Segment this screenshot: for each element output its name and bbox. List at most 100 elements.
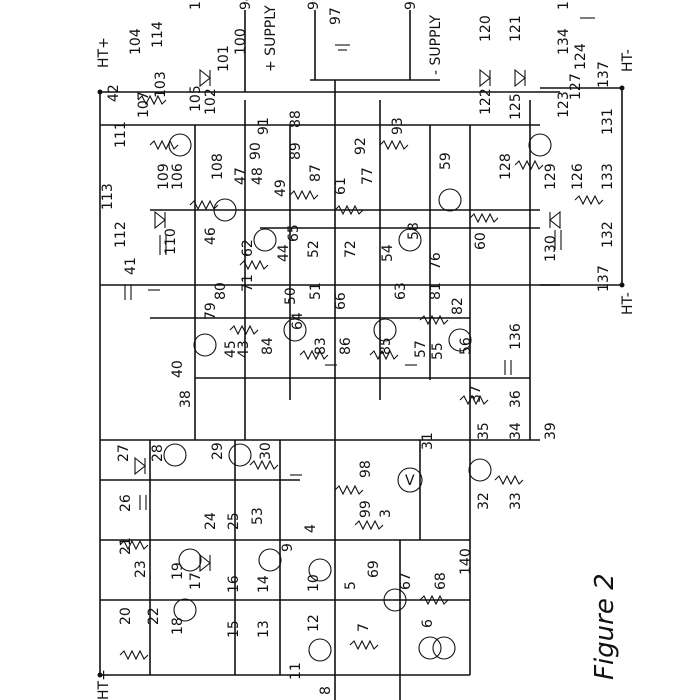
terminal-ht-plus-bottom: HT+	[96, 669, 112, 700]
component-ref-label: 132	[600, 221, 616, 248]
component-ref-label: 21	[118, 537, 134, 555]
component-ref-label: 104	[128, 28, 144, 55]
component-ref-label: 62	[240, 239, 256, 257]
component-ref-label: 66	[333, 292, 349, 310]
transistors	[163, 133, 552, 662]
component-ref-label: 60	[473, 232, 489, 250]
component-ref-label: 111	[113, 121, 129, 148]
component-ref-label: 94	[238, 0, 254, 10]
voltmeter-label: V	[405, 473, 415, 489]
component-ref-label: 82	[450, 297, 466, 315]
component-ref-label: 128	[498, 153, 514, 180]
component-ref-label: 23	[133, 560, 149, 578]
component-ref-label: 7	[356, 623, 372, 632]
terminal-ht-minus-top: HT-	[620, 49, 636, 72]
component-ref-label: 109	[156, 163, 172, 190]
component-ref-label: 4	[303, 524, 319, 533]
component-ref-label: 47	[233, 167, 249, 185]
diodes-and-capacitors	[124, 68, 562, 573]
component-ref-label: 124	[573, 43, 589, 70]
component-ref-label: 10	[306, 574, 322, 592]
component-ref-label: 85	[378, 337, 394, 355]
terminal-supply-minus: - SUPPLY	[428, 15, 444, 75]
component-ref-label: 28	[150, 444, 166, 462]
component-ref-label: 125	[508, 93, 524, 120]
component-ref-label: 5	[343, 581, 359, 590]
component-ref-label: 99	[358, 500, 374, 518]
component-ref-label: 108	[210, 153, 226, 180]
component-ref-label: 77	[360, 167, 376, 185]
component-ref-label: 86	[338, 337, 354, 355]
component-ref-label: 131	[600, 108, 616, 135]
component-ref-label: 56	[458, 337, 474, 355]
component-ref-label: 58	[406, 222, 422, 240]
component-ref-label: 55	[430, 342, 446, 360]
component-ref-label: 123	[556, 91, 572, 118]
component-ref-label: 64	[290, 312, 306, 330]
component-ref-label: 50	[283, 287, 299, 305]
component-ref-label: 113	[100, 183, 116, 210]
component-ref-label: 102	[203, 88, 219, 115]
component-ref-label: 136	[508, 323, 524, 350]
component-ref-label: 103	[153, 71, 169, 98]
component-ref-label: 31	[420, 432, 436, 450]
component-ref-label: 44	[276, 244, 292, 262]
component-ref-label: 137	[596, 61, 612, 88]
component-ref-label: 98	[358, 460, 374, 478]
terminal-ht-minus-bottom: HT-	[620, 292, 636, 315]
component-ref-label: 13	[256, 620, 272, 638]
component-ref-label: 17	[188, 572, 204, 590]
component-ref-label: 41	[123, 257, 139, 275]
component-ref-label: 57	[413, 340, 429, 358]
component-ref-label: 6	[420, 619, 436, 628]
component-ref-label: 22	[146, 607, 162, 625]
component-ref-label: 20	[118, 607, 134, 625]
component-ref-label: 24	[203, 512, 219, 530]
component-ref-label: 110	[163, 228, 179, 255]
ground-symbols	[148, 17, 595, 476]
component-ref-label: 3	[378, 509, 394, 518]
component-ref-label: 100	[233, 28, 249, 55]
component-ref-label: 67	[398, 572, 414, 590]
component-ref-label: 26	[118, 494, 134, 512]
component-ref-label: 114	[150, 21, 166, 48]
component-ref-label: 30	[258, 442, 274, 460]
resistors	[119, 94, 604, 661]
component-ref-label: 37	[468, 385, 484, 403]
component-ref-label: 96	[306, 0, 322, 10]
component-ref-label: 91	[256, 117, 272, 135]
component-ref-label: 15	[226, 620, 242, 638]
component-ref-label: 134	[556, 28, 572, 55]
component-ref-label: 39	[543, 422, 559, 440]
component-ref-label: 84	[260, 337, 276, 355]
component-ref-label: 16	[226, 575, 242, 593]
component-ref-label: 87	[308, 164, 324, 182]
component-ref-label: 83	[313, 337, 329, 355]
component-ref-label: 38	[178, 390, 194, 408]
component-ref-label: 52	[306, 240, 322, 258]
component-ref-label: 140	[458, 548, 474, 575]
component-ref-label: 81	[428, 282, 444, 300]
component-ref-label: 19	[170, 562, 186, 580]
component-ref-label: 121	[508, 15, 524, 42]
terminal-ht-plus-top: HT+	[96, 37, 112, 68]
component-ref-label: 48	[250, 167, 266, 185]
component-ref-label: 49	[273, 179, 289, 197]
component-ref-label: 51	[308, 282, 324, 300]
component-ref-label: 133	[600, 163, 616, 190]
terminal-supply-plus: + SUPPLY	[263, 5, 279, 72]
component-ref-label: 90	[248, 142, 264, 160]
component-ref-label: 135	[556, 0, 572, 10]
component-ref-label: 25	[226, 512, 242, 530]
component-ref-label: 33	[508, 492, 524, 510]
component-ref-label: 127	[568, 73, 584, 100]
component-ref-label: 43	[236, 340, 252, 358]
current-source-symbol	[418, 636, 442, 660]
component-ref-label: 40	[170, 360, 186, 378]
component-ref-label: 35	[476, 422, 492, 440]
component-ref-label: 72	[343, 240, 359, 258]
meter-and-source: V	[397, 467, 456, 660]
component-ref-label: 36	[508, 390, 524, 408]
